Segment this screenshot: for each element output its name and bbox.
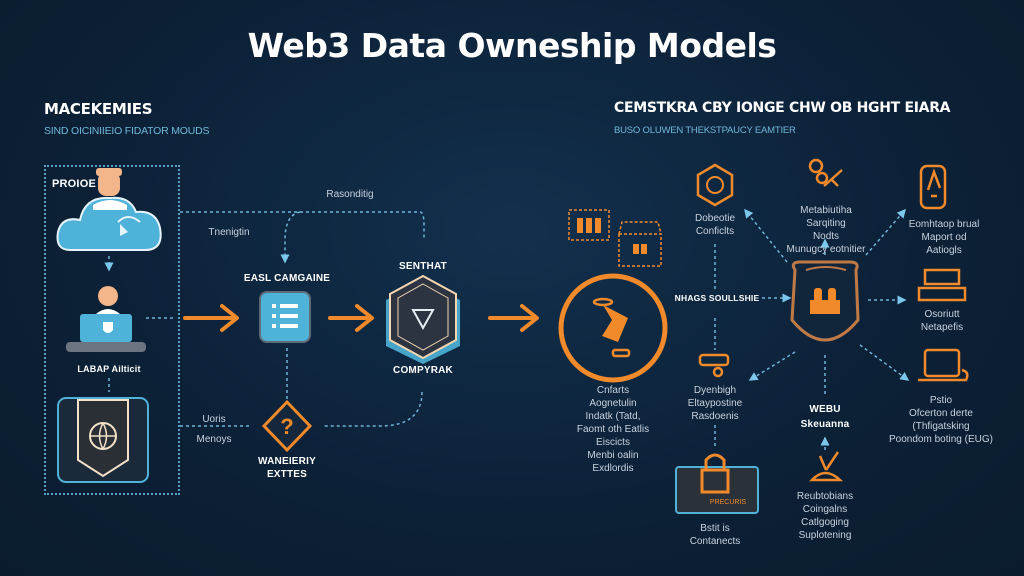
provider-box-label: PROIOE xyxy=(52,178,96,190)
arrow-hex-to-circle xyxy=(488,304,539,332)
hex-node-top-label: SENTHAT xyxy=(399,261,447,272)
middle-label: NHAGS SOULLSHIE xyxy=(674,293,760,303)
provider-group-box xyxy=(44,165,180,495)
laptop-user-label: LABAP Ailticit xyxy=(77,364,141,374)
hub-shield-icon xyxy=(790,260,860,342)
edge-top-label: Rasonditig xyxy=(326,189,374,200)
edge-top-to-center xyxy=(280,211,301,264)
cloud-icon xyxy=(56,196,162,251)
edge-bottom-left-label: Uoris Menoys xyxy=(196,414,232,445)
arrow-center-to-hex xyxy=(328,304,374,332)
node-label-key: Metabiutiha Sarqiting Nodts Munugcy eotn… xyxy=(786,205,866,255)
main-circle-label: Cnfarts Aognetulin Indatk (Tatd, Faomt o… xyxy=(576,385,650,474)
diamond-question-icon: ? xyxy=(261,399,313,453)
node-label-pickaxe: Reubtobians Coingalns Catlgoging Suplote… xyxy=(796,491,854,541)
hex-badge-icon xyxy=(696,163,734,207)
person-avatar-icon xyxy=(93,168,127,210)
node-label-top-hex: Dobeotie Conficlts xyxy=(694,213,736,237)
node-label-server: Osoriutt Netapefis xyxy=(920,309,964,333)
left-subheading: SIND OICINIIEIO FIDATOR MOUDS xyxy=(44,125,210,137)
pickaxe-icon xyxy=(809,451,844,482)
page-title: Web3 Data Owneship Models xyxy=(247,26,777,65)
node-label-hub: WEBU Skeuanna xyxy=(800,404,850,430)
right-subheading: BUSO OLUWEN THEKSTPAUCY EAMTIER xyxy=(614,125,796,136)
shield-globe-icon xyxy=(57,397,149,483)
arrow-box-to-center xyxy=(183,304,239,332)
node-label-key-left: Dyenbigh Eltaypostine Rasdoenis xyxy=(687,385,743,422)
box-battery-fill xyxy=(577,218,647,254)
edge-hub-to-laptop xyxy=(859,344,910,381)
hex-node-bottom-label: COMPYRAK xyxy=(393,365,453,376)
diamond-label: WANEIERIY EXTTES xyxy=(258,456,316,480)
laptop-user-icon xyxy=(66,286,146,352)
circle-lamp-icon xyxy=(558,273,668,383)
node-label-bulb: Eomhtaop brual Maport od Aatiogls xyxy=(908,219,980,256)
node-label-lock-card: Bstit is Contanects xyxy=(689,523,741,547)
key-left-icon xyxy=(698,353,730,378)
edge-hex-to-diamond xyxy=(322,391,423,427)
edge-hub-to-tophex xyxy=(744,208,788,263)
svg-text:?: ? xyxy=(280,414,293,439)
box-battery-icon xyxy=(568,209,662,267)
edge-box-to-top xyxy=(180,211,425,240)
right-heading: CEMSTKRA CBY IONGE CHW OB HGHT EIARA xyxy=(614,100,951,116)
edge-left-label: Tnenigtin xyxy=(208,227,250,238)
edge-hub-to-keyleft xyxy=(748,351,796,381)
laptop-icon xyxy=(918,348,969,382)
lock-card-icon xyxy=(675,453,759,514)
server-icon xyxy=(917,268,967,302)
lock-card-text: PRECURIS xyxy=(709,499,747,506)
left-heading: MACEKEMIES xyxy=(44,100,153,118)
list-icon-node xyxy=(259,291,311,343)
center-node-label: EASL CAMGAINE xyxy=(243,273,331,284)
hexagon-security-node xyxy=(386,274,460,364)
key-icon xyxy=(808,158,843,187)
node-label-laptop: Pstio Ofcerton derte (Thfigatsking Poond… xyxy=(889,395,993,445)
bulb-icon xyxy=(919,164,947,210)
edge-hub-to-bulb xyxy=(865,208,906,256)
